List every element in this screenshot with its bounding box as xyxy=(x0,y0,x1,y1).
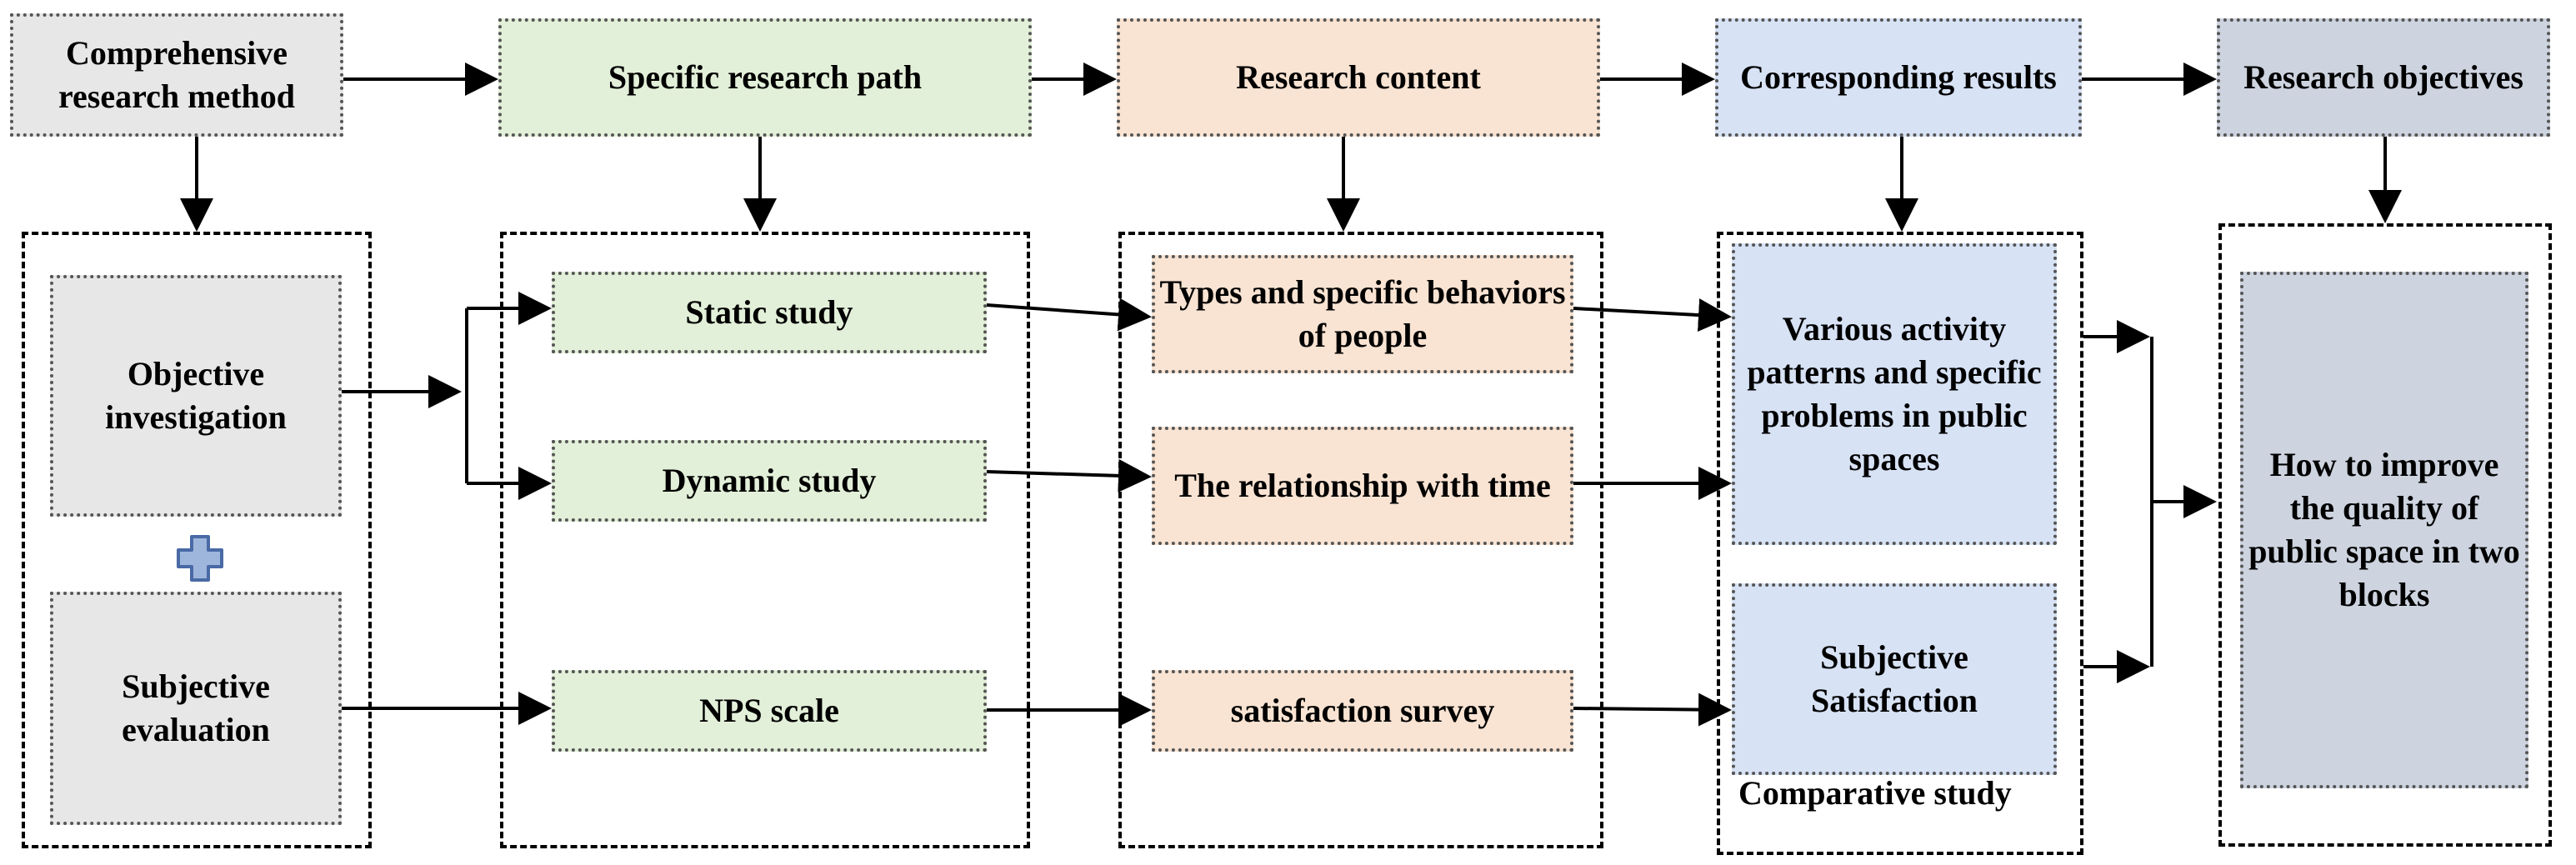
types-behaviors-box: Types and specific behaviors of people xyxy=(1152,255,1573,373)
activity-patterns-box: Various activity patterns and specific p… xyxy=(1732,243,2057,545)
improve-quality-box: How to improve the quality of public spa… xyxy=(2240,272,2528,788)
group-objectives xyxy=(2218,223,2552,847)
header-research-objectives: Research objectives xyxy=(2217,18,2550,137)
header-comprehensive-research-method: Comprehensive research method xyxy=(10,13,343,137)
group-paths xyxy=(500,232,1030,848)
group-methods xyxy=(22,232,372,848)
subjective-evaluation-box: Subjective evaluation xyxy=(50,592,342,825)
header-corresponding-results: Corresponding results xyxy=(1715,18,2082,137)
dynamic-study-box: Dynamic study xyxy=(552,440,987,522)
objective-investigation-box: Objective investigation xyxy=(50,275,342,517)
group-contents xyxy=(1118,232,1603,848)
subjective-satisfaction-box: Subjective Satisfaction xyxy=(1732,583,2057,775)
plus-icon xyxy=(177,535,223,582)
header-research-content: Research content xyxy=(1117,18,1600,137)
nps-scale-box: NPS scale xyxy=(552,670,987,752)
header-specific-research-path: Specific research path xyxy=(498,18,1032,137)
group-results xyxy=(1717,232,2083,855)
comparative-study-caption: Comparative study xyxy=(1738,774,2012,812)
static-study-box: Static study xyxy=(552,272,987,353)
relationship-time-box: The relationship with time xyxy=(1152,427,1573,545)
satisfaction-survey-box: satisfaction survey xyxy=(1152,670,1573,752)
